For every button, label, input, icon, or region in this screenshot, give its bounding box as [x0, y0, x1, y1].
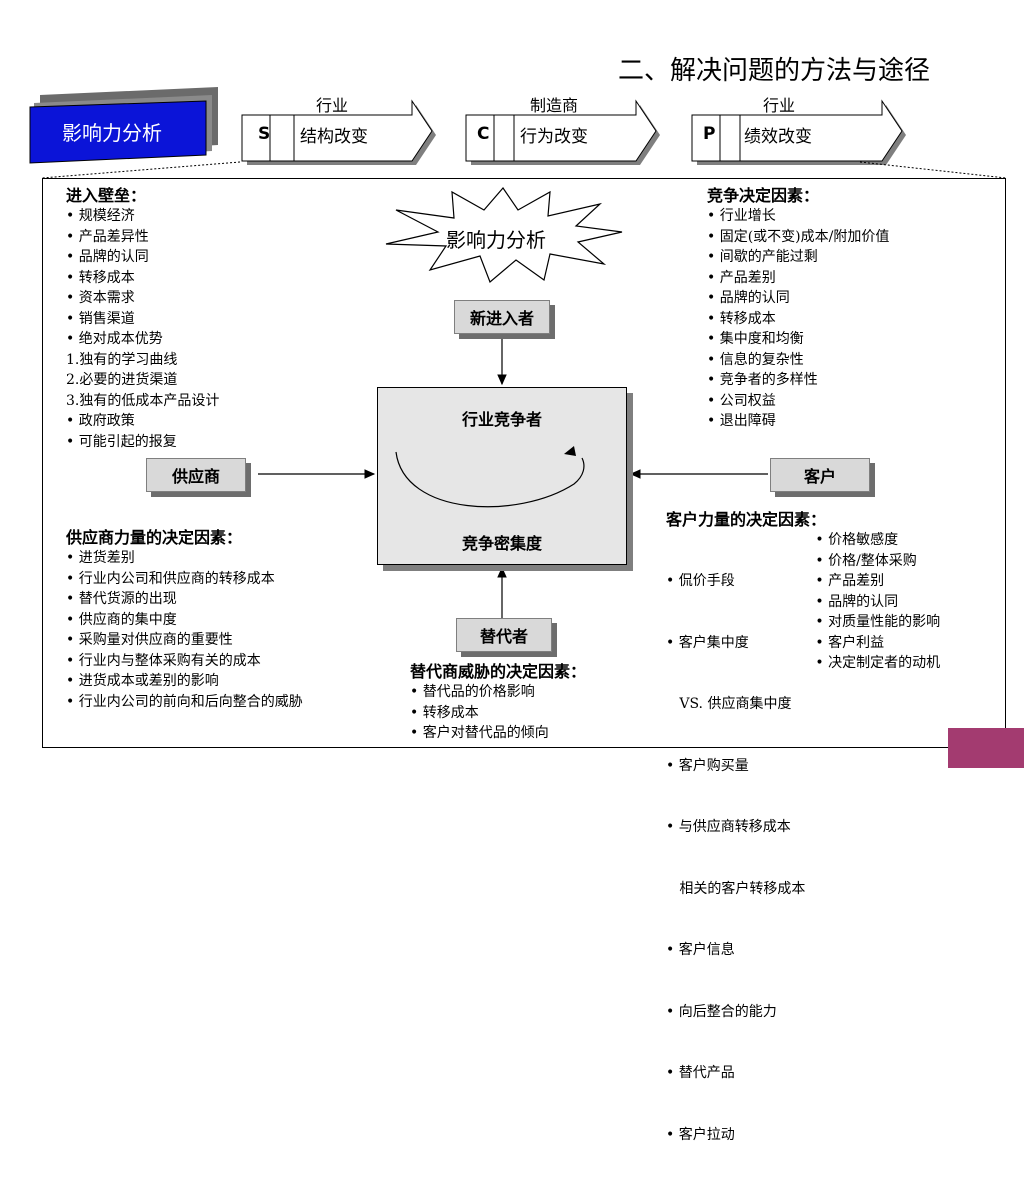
competition-section: 竞争决定因素： • 行业增长 • 固定(或不变)成本/附加价值 • 间歇的产能过… — [707, 186, 889, 432]
s-arrow — [241, 99, 436, 165]
zoom-lines — [41, 161, 1007, 179]
badge-ribbon — [29, 87, 218, 164]
customer-power-list-right: • 价格敏感度 • 价格/整体采购 • 产品差别 • 品牌的认同 • 对质量性能… — [815, 530, 940, 1186]
list-item: • 行业内公司的前向和后向整合的威胁 — [66, 693, 303, 710]
badge-label: 影响力分析 — [62, 121, 162, 145]
list-item: • 向后整合的能力 — [666, 1003, 777, 1020]
list-item: • 退出障碍 — [707, 413, 776, 429]
c-arrow — [465, 99, 660, 165]
list-item: • 价格敏感度 — [815, 532, 899, 548]
p-arrow — [691, 99, 906, 165]
scp-arrows — [241, 99, 906, 165]
list-item: • 品牌的认同 — [707, 290, 790, 306]
customer-power-section: 客户力量的决定因素： • 侃价手段 • 客户集中度 VS. 供应商集中度 • 客… — [666, 510, 940, 1186]
list-item: • 公司权益 — [707, 392, 776, 409]
list-item: • 行业内与整体采购有关的成本 — [66, 652, 261, 669]
list-item: • 竞争者的多样性 — [707, 372, 818, 388]
list-item: • 可能引起的报复 — [66, 433, 177, 450]
list-item: • 替代品的价格影响 — [410, 684, 535, 700]
list-item: • 间歇的产能过剩 — [707, 249, 818, 265]
center-bottom-label: 竞争密集度 — [461, 534, 542, 553]
list-item: • 行业内公司和供应商的转移成本 — [66, 570, 275, 587]
scp-c-text: 行为改变 — [520, 127, 588, 147]
list-item: 相关的客户转移成本 — [666, 880, 806, 897]
scp-p-top-label: 行业 — [763, 96, 796, 115]
scp-s-letter: S — [258, 124, 271, 144]
entry-barriers-title: 进入壁垒： — [66, 186, 147, 205]
list-item: • 产品差别 — [707, 269, 776, 286]
list-item: • 品牌的认同 — [66, 249, 149, 265]
industry-competitors-box: 行业竞争者 竞争密集度 — [377, 387, 627, 565]
list-item: • 品牌的认同 — [815, 593, 899, 610]
list-item: • 转移成本 — [66, 269, 135, 286]
list-item: • 政府政策 — [66, 413, 135, 429]
new-entrants-box: 新进入者 — [454, 300, 550, 334]
substitute-threat-list: • 替代品的价格影响 • 转移成本 • 客户对替代品的倾向 — [410, 682, 586, 744]
center-top-label: 行业竞争者 — [461, 410, 542, 429]
list-item: 3.独有的低成本产品设计 — [66, 392, 220, 409]
list-item: • 转移成本 — [707, 310, 776, 327]
list-item: • 侃价手段 — [666, 573, 735, 589]
suppliers-box: 供应商 — [146, 458, 246, 492]
list-item: • 客户信息 — [666, 942, 735, 958]
supplier-power-title: 供应商力量的决定因素： — [66, 528, 243, 547]
list-item: • 价格/整体采购 — [815, 552, 917, 569]
substitute-threat-section: 替代商威胁的决定因素： • 替代品的价格影响 • 转移成本 • 客户对替代品的倾… — [410, 662, 586, 744]
list-item: • 客户拉动 — [666, 1126, 735, 1143]
substitutes-box: 替代者 — [456, 618, 552, 652]
list-item: 2.必要的进货渠道 — [66, 372, 178, 388]
list-item: • 信息的复杂性 — [707, 351, 804, 368]
list-item: • 对质量性能的影响 — [815, 614, 941, 630]
competition-title: 竞争决定因素： — [707, 186, 820, 205]
list-item: • 进货差别 — [66, 550, 135, 566]
list-item: • 产品差别 — [815, 573, 885, 589]
list-item: • 替代产品 — [666, 1065, 735, 1081]
list-item: VS. 供应商集中度 — [666, 696, 792, 712]
corner-accent — [948, 728, 1024, 768]
scp-p-text: 绩效改变 — [744, 127, 812, 147]
scp-p-letter: P — [703, 124, 716, 144]
list-item: • 与供应商转移成本 — [666, 819, 791, 835]
competition-list: • 行业增长 • 固定(或不变)成本/附加价值 • 间歇的产能过剩 • 产品差别… — [707, 206, 889, 432]
scp-c-letter: C — [477, 124, 490, 144]
customer-power-list-left: • 侃价手段 • 客户集中度 VS. 供应商集中度 • 客户购买量 • 与供应商… — [666, 530, 805, 1186]
list-item: • 固定(或不变)成本/附加价值 — [707, 228, 890, 245]
entry-barriers-list: • 规模经济 • 产品差异性 • 品牌的认同 • 转移成本 • 资本需求 • 销… — [66, 206, 219, 452]
list-item: • 客户购买量 — [666, 757, 749, 774]
list-item: • 转移成本 — [410, 704, 479, 721]
list-item: • 绝对成本优势 — [66, 331, 163, 347]
supplier-power-section: 供应商力量的决定因素： • 进货差别 • 行业内公司和供应商的转移成本 • 替代… — [66, 528, 303, 712]
scp-c-top-label: 制造商 — [530, 96, 579, 115]
list-item: • 进货成本或差别的影响 — [66, 673, 219, 689]
list-item: • 行业增长 — [707, 208, 776, 224]
page-title: 二、解决问题的方法与途径 — [618, 56, 931, 86]
list-item: • 客户利益 — [815, 634, 885, 651]
customers-box: 客户 — [770, 458, 870, 492]
substitute-threat-title: 替代商威胁的决定因素： — [410, 662, 587, 681]
list-item: • 采购量对供应商的重要性 — [66, 632, 233, 648]
rivalry-curve — [395, 446, 585, 508]
list-item: • 客户对替代品的倾向 — [410, 725, 549, 741]
scp-s-text: 结构改变 — [300, 127, 368, 147]
list-item: • 规模经济 — [66, 208, 135, 224]
list-item: • 客户集中度 — [666, 634, 749, 651]
list-item: • 集中度和均衡 — [707, 331, 804, 347]
star-burst — [385, 187, 623, 284]
force-arrows — [258, 339, 768, 618]
list-item: • 替代货源的出现 — [66, 591, 177, 607]
supplier-power-list: • 进货差别 • 行业内公司和供应商的转移成本 • 替代货源的出现 • 供应商的… — [66, 548, 303, 712]
list-item: • 产品差异性 — [66, 228, 149, 245]
scp-s-top-label: 行业 — [316, 96, 349, 115]
list-item: • 销售渠道 — [66, 310, 135, 327]
customer-power-title: 客户力量的决定因素： — [666, 510, 827, 529]
list-item: • 资本需求 — [66, 290, 135, 306]
star-label: 影响力分析 — [446, 228, 546, 252]
entry-barriers-section: 进入壁垒： • 规模经济 • 产品差异性 • 品牌的认同 • 转移成本 • 资本… — [66, 186, 219, 452]
main-frame — [42, 178, 1006, 748]
list-item: • 供应商的集中度 — [66, 611, 177, 628]
list-item: 1.独有的学习曲线 — [66, 351, 178, 368]
list-item: • 决定制定者的动机 — [815, 655, 941, 671]
